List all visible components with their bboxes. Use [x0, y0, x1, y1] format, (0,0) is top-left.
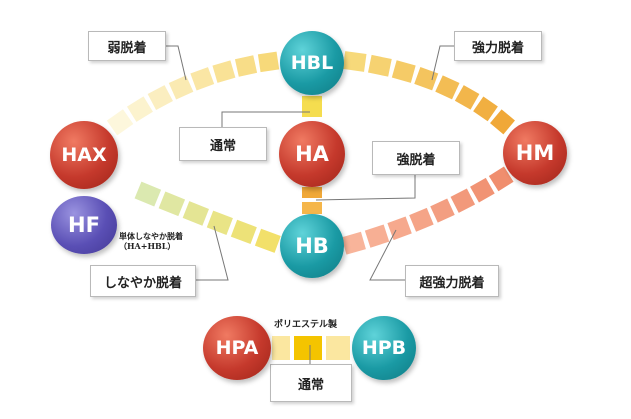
seg-hbl-hm-0 [342, 51, 367, 72]
seg-hb-hm-0 [341, 231, 366, 255]
label-normal-bottom: 通常 [270, 364, 352, 402]
seg-hax-hbl-2 [147, 85, 173, 110]
seg-hf-hb-1 [158, 191, 186, 217]
seg-hf-hb-2 [182, 201, 209, 226]
seg-hb-hm-5 [450, 188, 476, 213]
seg-hf-hb-5 [254, 228, 281, 253]
seg-hb-hm-1 [364, 224, 390, 248]
node-ha: HA [279, 121, 345, 187]
node-hpa: HPA [203, 316, 271, 380]
seg-hb-hm-7 [488, 166, 514, 192]
seg-hb-hm-6 [470, 177, 495, 203]
node-hpb: HPB [352, 316, 416, 380]
seg-ha-hb-2 [302, 202, 322, 214]
node-hb: HB [280, 214, 344, 278]
seg-hb-hm-4 [430, 198, 455, 223]
hf-note-line1: 単体しなやか脱着 [119, 231, 183, 241]
connector-segments [106, 51, 515, 360]
pointer-weak [164, 45, 187, 81]
seg-hax-hbl-6 [234, 55, 258, 77]
node-hbl: HBL [280, 31, 344, 95]
seg-hpa-hpb-1 [272, 336, 290, 360]
seg-hax-hbl-3 [168, 75, 194, 100]
pointer-strong-force [431, 45, 454, 81]
seg-hax-hbl-4 [190, 67, 215, 91]
seg-hax-hbl-5 [212, 60, 236, 83]
seg-hbl-hm-7 [490, 109, 515, 135]
label-weak: 弱脱着 [88, 31, 166, 61]
seg-hf-hb-4 [230, 219, 257, 245]
seg-ha-hb-1 [302, 187, 322, 198]
seg-hax-hbl-0 [106, 109, 134, 136]
node-hax: HAX [50, 121, 118, 189]
node-hf: HF [51, 196, 117, 254]
seg-hb-hm-2 [387, 216, 412, 241]
label-flexible: しなやか脱着 [90, 265, 196, 297]
seg-hbl-hm-3 [414, 67, 439, 91]
label-strong-force: 強力脱着 [454, 31, 542, 61]
seg-hbl-hm-1 [368, 54, 392, 77]
polyester-label: ポリエステル製 [274, 320, 338, 330]
seg-hf-hb-3 [206, 210, 233, 235]
label-strong: 強脱着 [372, 141, 460, 175]
seg-hbl-hm-4 [435, 75, 460, 100]
seg-hbl-hm-5 [454, 85, 480, 110]
pointer-strong [315, 173, 416, 201]
seg-hbl-hm-2 [391, 60, 416, 83]
seg-hax-hbl-1 [127, 96, 153, 122]
hf-note: 単体しなやか脱着 （HA+HBL） [119, 231, 183, 251]
seg-hbl-hm-6 [473, 96, 498, 122]
seg-hb-hm-3 [409, 207, 434, 232]
label-normal-top: 通常 [179, 127, 267, 161]
pointer-normal-top [221, 111, 310, 127]
node-hm: HM [503, 121, 567, 185]
pointer-flexible [194, 225, 229, 281]
pointer-super-strong [369, 229, 405, 281]
seg-hpa-hpb-3 [326, 336, 350, 360]
seg-hax-hbl-7 [257, 51, 280, 73]
seg-hpa-hpb-2 [294, 336, 322, 360]
seg-hf-hb-0 [134, 181, 162, 207]
hf-note-line2: （HA+HBL） [119, 241, 176, 251]
label-super-strong: 超強力脱着 [405, 265, 499, 297]
label-pointers [164, 45, 454, 364]
seg-hbl-ha [302, 96, 322, 117]
